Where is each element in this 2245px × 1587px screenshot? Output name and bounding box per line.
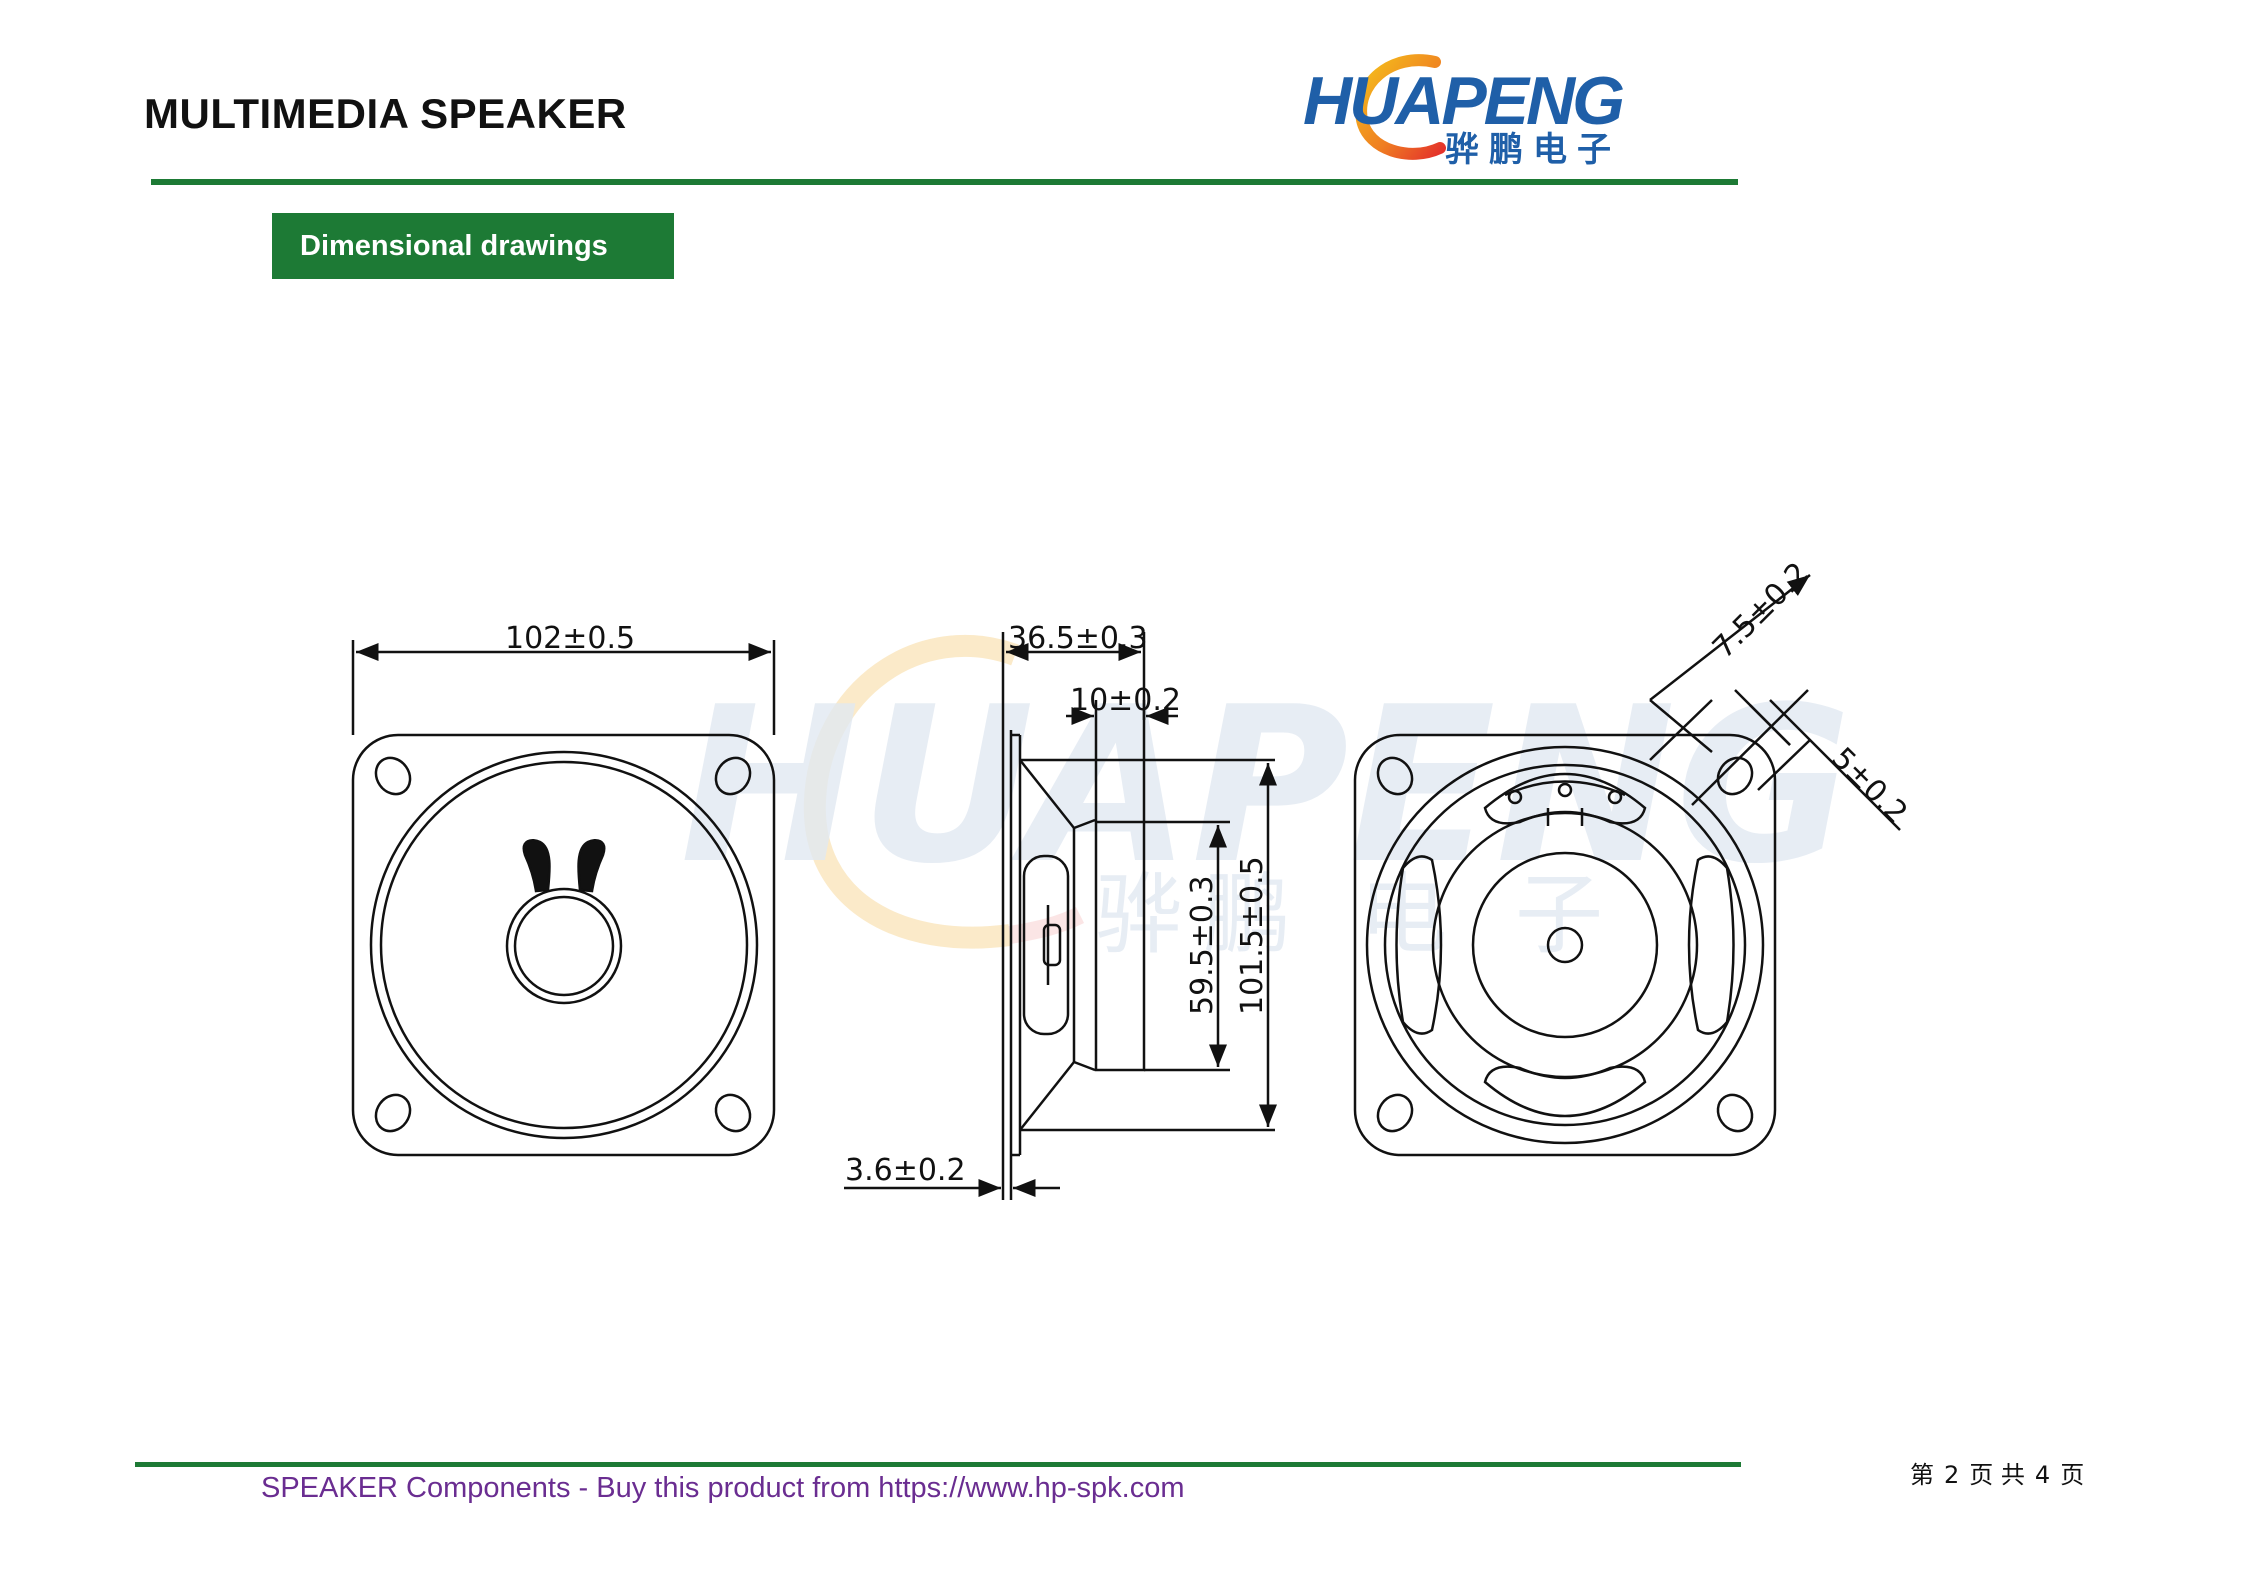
document-title: MULTIMEDIA SPEAKER: [144, 90, 627, 137]
logo-chinese-name: 骅鹏电子: [1445, 130, 1621, 170]
page-total: 4: [2034, 1461, 2051, 1489]
dim-depth-label: 36.5±0.3: [1008, 621, 1148, 656]
page-current: 2: [1944, 1461, 1960, 1489]
logo-arc-icon: [1355, 54, 1446, 160]
side-view: [844, 632, 1277, 1200]
front-view: [351, 640, 776, 1157]
page-mid: 页 共: [1969, 1461, 2025, 1489]
dim-frame-height-label: 101.5±0.5: [1235, 856, 1270, 1015]
huapeng-logo: HUAPENG 骅鹏电子: [1295, 40, 1655, 170]
section-heading: Dimensional drawings: [272, 213, 674, 279]
header-divider: [151, 179, 1738, 185]
page-prefix: 第: [1910, 1461, 1934, 1489]
dim-width-label: 102±0.5: [505, 621, 635, 656]
dim-magnet-thickness-label: 10±0.2: [1070, 683, 1181, 718]
dim-hole-spacing-label: 7.5±0.2: [1706, 556, 1816, 666]
dim-flange-thickness-label: 3.6±0.2: [845, 1153, 966, 1188]
watermark-chinese-name: 骅鹏 电 子: [1095, 863, 1623, 966]
logo-wordmark: HUAPENG: [1303, 63, 1625, 139]
footer-product-link[interactable]: SPEAKER Components - Buy this product fr…: [261, 1472, 1185, 1504]
dim-magnet-diameter-label: 59.5±0.3: [1185, 875, 1220, 1015]
page-suffix: 页: [2060, 1461, 2085, 1489]
rear-view: [1353, 574, 1901, 1157]
footer-divider: [135, 1462, 1741, 1467]
